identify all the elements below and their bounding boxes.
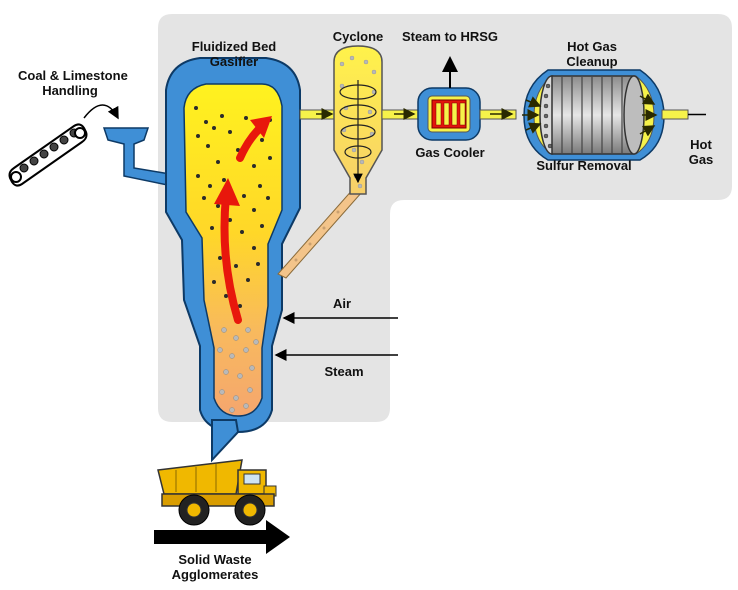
waste-out-arrow (154, 520, 290, 554)
coal-limestone-label-line1: Coal & Limestone (18, 68, 128, 83)
gasifier-label-line1: Fluidized Bed (191, 39, 277, 54)
flow-arrow-icon (220, 192, 242, 324)
cyclone-swirl-icon (339, 80, 377, 184)
conveyor-icon (8, 123, 88, 187)
hot-gas-label: Hot Gas (676, 137, 726, 167)
feed-arrow (83, 104, 119, 120)
bed-particles (194, 106, 272, 308)
flow-arrowhead-lower (214, 178, 240, 206)
cyclone-label: Cyclone (332, 29, 384, 44)
steam-label: Steam (324, 364, 364, 379)
gas-cooler (417, 87, 481, 141)
coal-limestone-label: Coal & Limestone Handling (18, 68, 128, 98)
hot-gas-cleanup-filter (522, 69, 665, 161)
dump-truck-icon (157, 459, 277, 526)
steam-to-hrsg-label: Steam to HRSG (401, 29, 499, 44)
hot-gas-label-line2: Gas (688, 152, 714, 167)
solid-waste-label-line2: Agglomerates (171, 567, 259, 582)
solid-waste-label: Solid Waste Agglomerates (150, 552, 280, 582)
gasifier-label-line2: Gasifier (209, 54, 259, 69)
hot-gas-cleanup-label-line2: Cleanup (566, 54, 618, 69)
cyclone (333, 45, 383, 195)
gasifier-vessel (165, 57, 301, 463)
air-label: Air (332, 296, 352, 311)
solid-waste-label-line1: Solid Waste (178, 552, 252, 567)
coal-limestone-label-line2: Handling (42, 83, 98, 98)
gas-outlet-pipe (661, 109, 689, 120)
hot-gas-cleanup-label: Hot Gas Cleanup (544, 39, 640, 69)
sulfur-removal-label: Sulfur Removal (536, 158, 632, 173)
gasifier-label: Fluidized Bed Gasifier (176, 39, 292, 69)
hot-gas-label-line1: Hot (690, 137, 712, 152)
hot-gas-cleanup-label-line1: Hot Gas (567, 39, 617, 54)
gas-cooler-label: Gas Cooler (415, 145, 485, 160)
ash-particles (217, 327, 259, 413)
flow-arrowhead-upper (250, 116, 272, 138)
